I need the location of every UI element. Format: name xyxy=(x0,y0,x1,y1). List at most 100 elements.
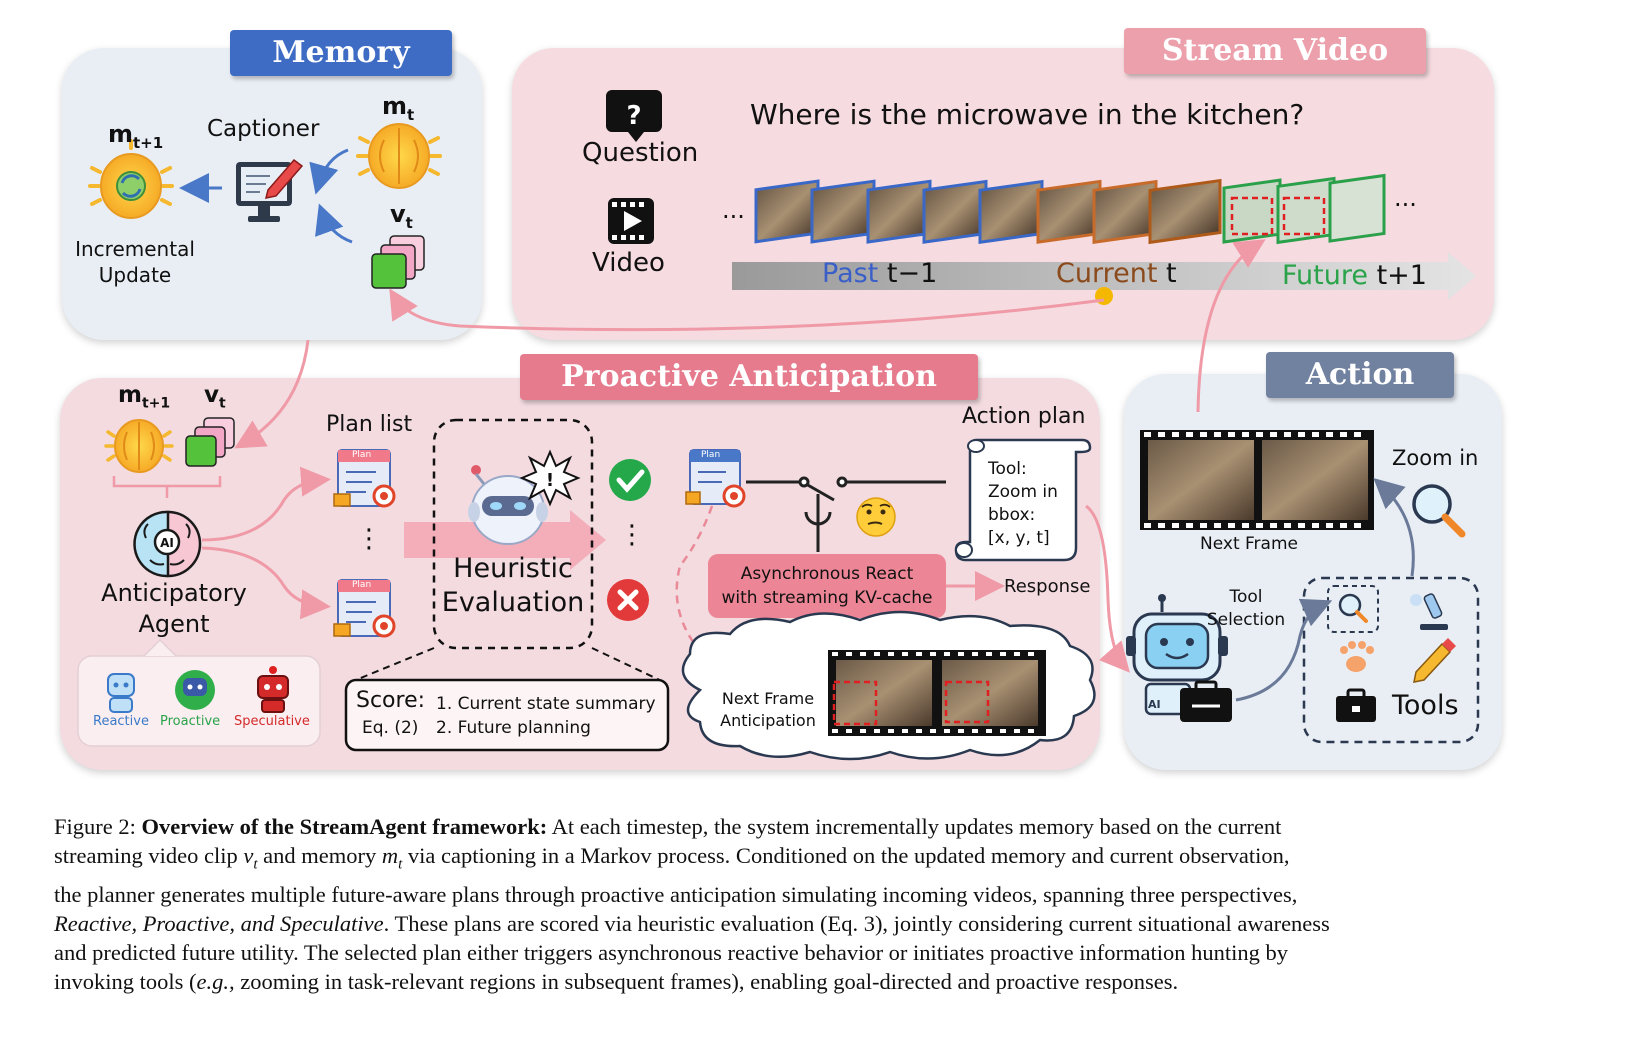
future-label: Future t+1 xyxy=(1282,260,1427,291)
plan-badge-top: Plan xyxy=(352,450,372,460)
alert-burst-icon: ! xyxy=(519,449,581,507)
ellipsis-left: ... xyxy=(722,196,745,224)
plan-icon-bottom xyxy=(333,579,396,638)
reactive-label: Reactive xyxy=(93,714,149,729)
plan-icon-top xyxy=(333,449,396,508)
diagram-graphics: ? xyxy=(77,90,1480,761)
dashed-arrow-to-anticipation xyxy=(675,505,718,670)
video-icon xyxy=(608,198,654,244)
arrow-current-to-memory xyxy=(389,288,1105,332)
action-plan-label: Action plan xyxy=(962,404,1086,429)
arrow-memory-to-proactive xyxy=(234,339,310,449)
speculative-label: Speculative xyxy=(234,714,310,729)
tools-label: Tools xyxy=(1392,690,1459,721)
magnifier-icon xyxy=(1412,484,1466,538)
video-clip-icon-small xyxy=(185,417,235,467)
async-react-box xyxy=(708,554,946,618)
inputs-bracket xyxy=(112,476,222,498)
timeline-arrow xyxy=(732,252,1476,300)
proactive-anticipation-title: Proactive Anticipation xyxy=(520,354,978,400)
pencil-icon xyxy=(1413,638,1456,683)
plan-badge-bottom: Plan xyxy=(352,580,372,590)
score-box xyxy=(344,678,670,752)
svg-text:AI: AI xyxy=(160,536,174,550)
score-item-2: 2. Future planning xyxy=(436,718,591,738)
ellipsis-right: ... xyxy=(1394,184,1417,212)
arrow-vt-to-captioner xyxy=(315,203,353,244)
memory-next-label: mt+1 xyxy=(108,120,164,152)
video-label: Video xyxy=(592,248,665,278)
ai-robot-icon xyxy=(1126,594,1232,722)
video-clip-label-small: vt xyxy=(204,382,226,412)
speculative-robot-icon xyxy=(257,666,289,713)
zoom-in-label: Zoom in xyxy=(1392,446,1479,470)
brain-icon xyxy=(356,123,442,189)
arrow-action-to-stream xyxy=(1196,239,1266,413)
figure-caption: Figure 2: Overview of the StreamAgent fr… xyxy=(54,814,1330,994)
proactive-robot-icon xyxy=(175,670,215,710)
arrow-agent-to-plan-bottom xyxy=(201,546,331,620)
reactive-robot-icon xyxy=(107,673,135,713)
selected-plan-icon xyxy=(685,449,746,508)
ai-head-icon: AI xyxy=(133,510,202,578)
stream-video-title: Stream Video xyxy=(1124,28,1426,74)
next-frame-filmstrip xyxy=(1140,430,1374,530)
past-label: Past t−1 xyxy=(822,258,938,289)
action-title: Action xyxy=(1266,352,1454,398)
plan-badge-selected: Plan xyxy=(701,450,721,460)
question-text: Where is the microwave in the kitchen? xyxy=(750,98,1305,131)
result-ellipsis: ⋮ xyxy=(619,520,645,550)
anticipation-filmstrip xyxy=(828,650,1046,736)
zoom-tool-icon xyxy=(1338,593,1368,623)
check-icon xyxy=(609,459,651,501)
video-clip-icon xyxy=(371,235,425,289)
current-label: Current t xyxy=(1056,258,1177,289)
plan-list-ellipsis: ⋮ xyxy=(356,524,382,554)
arrow-mt-to-captioner xyxy=(309,148,349,195)
brain-icon-small xyxy=(104,419,174,473)
microscope-icon xyxy=(1410,593,1448,630)
plan-list-label: Plan list xyxy=(326,412,413,437)
arrow-tools-to-zoom xyxy=(1373,477,1415,577)
arrow-agent-to-plan-top xyxy=(201,466,331,542)
switch-icon xyxy=(746,476,946,552)
memory-title: Memory xyxy=(230,30,452,76)
arrow-plan-to-action xyxy=(1085,504,1130,673)
memory-next-label-small: mt+1 xyxy=(118,382,171,412)
action-plan-content: Tool: Zoom in bbox: [x, y, t] xyxy=(988,459,1058,548)
score-connector-left xyxy=(345,647,435,685)
video-clip-label: vt xyxy=(390,200,413,232)
thinking-face-icon xyxy=(856,497,896,537)
memory-current-label: mt xyxy=(382,92,415,124)
video-frames xyxy=(754,173,1386,245)
question-icon: ? xyxy=(606,90,662,142)
action-plan-scroll xyxy=(954,438,1092,562)
next-frame-label: Next Frame xyxy=(1200,534,1298,554)
captioner-monitor-icon xyxy=(236,158,304,222)
question-label: Question xyxy=(582,138,699,168)
proactive-label: Proactive xyxy=(160,714,221,729)
svg-text:!: ! xyxy=(546,470,554,491)
eq-label: Eq. (2) xyxy=(362,718,419,738)
score-item-1: 1. Current state summary xyxy=(436,694,656,714)
svg-text:?: ? xyxy=(626,101,641,131)
tools-box xyxy=(1302,576,1480,744)
robot-ai-label: AI xyxy=(1148,698,1161,711)
brain-refresh-icon xyxy=(88,139,174,219)
captioner-label: Captioner xyxy=(207,116,320,142)
paw-icon xyxy=(1340,641,1374,672)
robot-icon xyxy=(468,465,548,545)
response-label: Response xyxy=(1004,576,1091,597)
cross-icon xyxy=(607,579,649,621)
score-label: Score: xyxy=(356,688,426,713)
arrow-robot-to-tools xyxy=(1235,598,1333,702)
score-connector-right xyxy=(591,647,669,685)
heuristic-box xyxy=(432,418,594,650)
toolbox-icon xyxy=(1336,688,1376,722)
